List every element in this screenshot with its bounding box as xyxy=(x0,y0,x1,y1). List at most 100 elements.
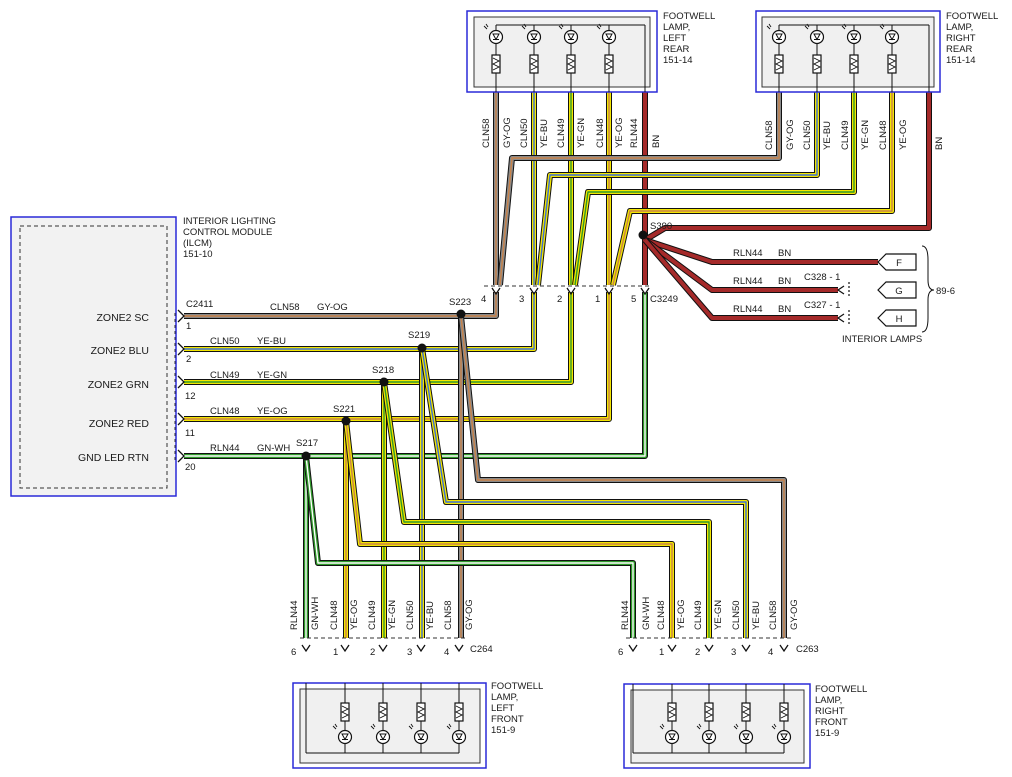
wire-label: GN-WH xyxy=(257,443,290,454)
wire-label: YE-GN xyxy=(713,600,724,630)
ilcm-pin-arrows xyxy=(177,309,185,463)
wire-label: BN xyxy=(778,304,791,315)
wire-label: CLN50 xyxy=(731,600,742,630)
lamp-lr-line3: LEFT xyxy=(663,33,686,44)
wire xyxy=(499,92,780,286)
wire-label: CLN49 xyxy=(210,370,240,381)
wire-label: CLN48 xyxy=(210,406,240,417)
wire-label: RLN44 xyxy=(289,600,300,630)
wire-label: RLN44 xyxy=(629,118,640,148)
wire xyxy=(612,92,893,286)
wire-label: CLN49 xyxy=(556,118,567,148)
connector-c263-label: C263 xyxy=(796,644,819,655)
wire-label: RLN44 xyxy=(733,248,763,259)
footwell-lamp-right-front: FOOTWELL LAMP, RIGHT FRONT 151-9 xyxy=(623,683,867,769)
splice-dot xyxy=(417,343,427,353)
lamp-lf-line4: FRONT xyxy=(491,714,524,725)
ilcm-pin-number: 11 xyxy=(185,428,195,439)
wire xyxy=(643,92,931,242)
wire-label: CLN48 xyxy=(595,118,606,148)
lamp-lr-line4: REAR xyxy=(663,44,690,55)
wire-label: YE-OG xyxy=(898,119,909,150)
splice-label: S390 xyxy=(650,221,672,232)
lamp-rr-line4: REAR xyxy=(946,44,973,55)
wire-label: YE-BU xyxy=(751,601,762,630)
wire-label: BN xyxy=(778,248,791,259)
wire-label: CLN48 xyxy=(878,120,889,150)
resistor-icon xyxy=(849,54,859,74)
ilcm-pin-label: ZONE2 GRN xyxy=(88,379,149,391)
terminal-letter: G xyxy=(895,286,902,297)
lamp-rr-line5: 151-14 xyxy=(946,55,976,66)
top-right-wire-labels: CLN58 GY-OG CLN50 YE-BU CLN49 YE-GN CLN4… xyxy=(764,119,945,150)
wire-label: YE-BU xyxy=(425,601,436,630)
wire xyxy=(644,238,878,264)
wire xyxy=(184,292,612,422)
wire-label: YE-GN xyxy=(257,370,287,381)
connector-c328-label: C328 - 1 xyxy=(804,272,840,283)
wire-label: CLN50 xyxy=(802,120,813,150)
wire-label: YE-GN xyxy=(387,600,398,630)
c3249-pin-number: 2 xyxy=(557,294,562,305)
wire xyxy=(345,420,673,638)
wire-label: YE-BU xyxy=(257,336,286,347)
c264-pin-number: 4 xyxy=(444,647,449,658)
ilcm-pin-number: 2 xyxy=(186,354,191,365)
wire-label: GN-WH xyxy=(641,597,652,630)
ilcm-pin-number: 20 xyxy=(185,462,196,473)
ilcm-pin-label: ZONE2 BLU xyxy=(91,345,149,357)
wire xyxy=(184,292,497,317)
wire-label: YE-GN xyxy=(576,118,587,148)
terminal-letter: H xyxy=(896,314,903,325)
c264-pin-number: 2 xyxy=(370,647,375,658)
c263-pin-number: 1 xyxy=(659,647,664,658)
splice-label: S223 xyxy=(449,297,471,308)
footwell-lamp-left-front: FOOTWELL LAMP, LEFT FRONT 151-9 xyxy=(292,681,543,769)
wire xyxy=(643,238,838,292)
ilcm-label-line3: (ILCM) xyxy=(183,238,212,249)
c263-pin-number: 2 xyxy=(695,647,700,658)
connector-c264-label: C264 xyxy=(470,644,493,655)
wire-label: CLN49 xyxy=(367,600,378,630)
resistor-icon xyxy=(529,54,539,74)
splice-dot xyxy=(301,451,311,461)
wire-label: BN xyxy=(934,137,945,150)
splice-label: S217 xyxy=(296,438,318,449)
wire-label: CLN58 xyxy=(481,118,492,148)
resistor-icon xyxy=(416,702,426,722)
wire xyxy=(537,92,818,286)
lamp-rf-line1: FOOTWELL xyxy=(815,684,867,695)
wire xyxy=(460,315,785,638)
wire-label: BN xyxy=(778,276,791,287)
lamp-rf-line3: RIGHT xyxy=(815,706,845,717)
ilcm-module: INTERIOR LIGHTING CONTROL MODULE (ILCM) … xyxy=(10,216,276,497)
terminal-h xyxy=(877,309,917,327)
splice-dot xyxy=(379,377,389,387)
wire-label: RLN44 xyxy=(733,276,763,287)
wire-label: GY-OG xyxy=(502,117,513,148)
wire-label: YE-OG xyxy=(614,117,625,148)
wire-label: YE-OG xyxy=(257,406,288,417)
wire-label: CLN58 xyxy=(443,600,454,630)
footwell-lamp-right-rear: FOOTWELL LAMP, RIGHT REAR 151-14 xyxy=(755,10,998,93)
top-left-wire-labels: CLN58 GY-OG CLN50 YE-BU CLN49 YE-GN CLN4… xyxy=(481,117,662,148)
connector-c263: 6 1 2 3 4 C263 xyxy=(618,637,819,658)
wire-label: GY-OG xyxy=(464,599,475,630)
wire-label: GY-OG xyxy=(317,302,348,313)
wire xyxy=(643,92,932,243)
ilcm-pin-label: GND LED RTN xyxy=(78,452,149,464)
connector-c3249-label: C3249 xyxy=(650,294,678,305)
c3249-pin-number: 4 xyxy=(481,294,486,305)
lamp-rf-line5: 151-9 xyxy=(815,728,839,739)
c264-pin-number: 1 xyxy=(333,647,338,658)
wire xyxy=(305,455,634,638)
wire-label: YE-OG xyxy=(349,599,360,630)
lamp-rf-line4: FRONT xyxy=(815,717,848,728)
connector-c3249: 4 3 2 1 5 C3249 xyxy=(481,285,678,305)
c263-pin-number: 3 xyxy=(731,647,736,658)
connector-c327-label: C327 - 1 xyxy=(804,300,840,311)
wire xyxy=(184,292,611,421)
wire xyxy=(184,292,572,383)
c3249-pin-number: 3 xyxy=(519,294,524,305)
lamp-rr-line3: RIGHT xyxy=(946,33,976,44)
